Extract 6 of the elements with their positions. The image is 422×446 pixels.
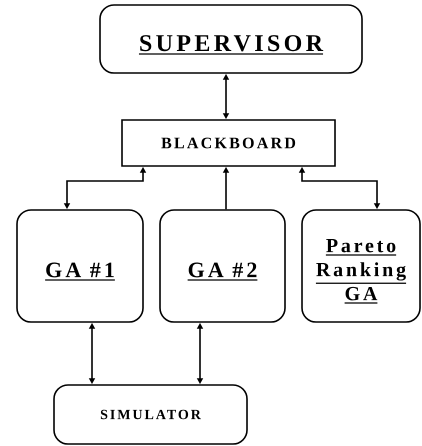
simulator-box: SIMULATOR	[53, 384, 248, 445]
process-box: GA #1	[16, 209, 144, 323]
process-box: Pareto Ranking GA	[301, 209, 421, 323]
process-box: GA #2	[159, 209, 286, 323]
supervisor-box: SUPERVISOR	[99, 4, 363, 74]
blackboard-box: BLACKBOARD	[121, 119, 336, 167]
